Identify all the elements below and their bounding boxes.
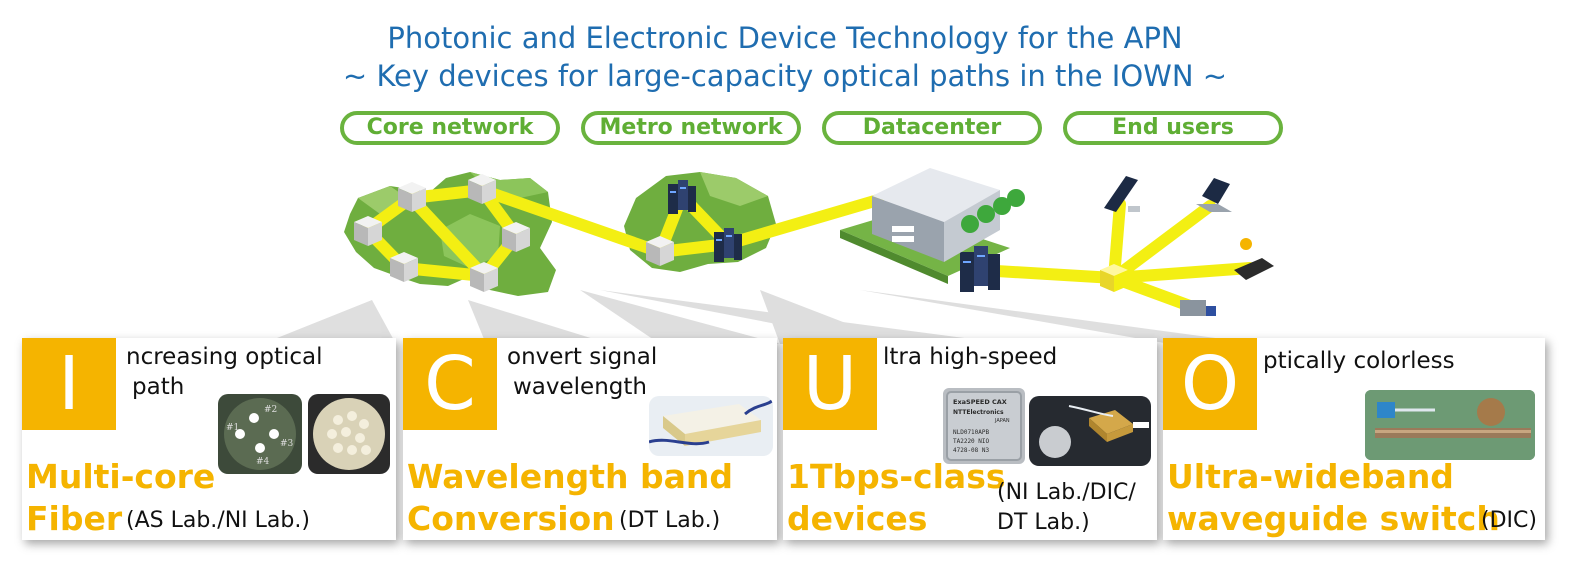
waveguide-switch-photo <box>1365 390 1535 460</box>
chip-marking: 4728-08 N3 <box>953 447 990 454</box>
converter-module-photo <box>649 396 773 456</box>
card-lab: (DIC) <box>1481 508 1537 533</box>
chip-marking: NLD0710APB <box>953 429 990 436</box>
fiber-cross-section-photo: #2 #1 #3 #4 <box>218 394 302 474</box>
card-title-line2: Fiber <box>26 499 123 538</box>
card-multi-core-fiber: I ncreasing optical path #2 #1 #3 #4 Mul… <box>22 338 396 540</box>
card-title-line2: waveguide switch <box>1167 499 1500 538</box>
card-lab: (AS Lab./NI Lab.) <box>126 508 310 533</box>
card-description-line1: ltra high-speed <box>883 344 1058 370</box>
card-description-line1: ncreasing optical <box>126 344 323 370</box>
end-user-devices <box>1100 176 1274 316</box>
core-label: #4 <box>256 457 270 467</box>
card-description-line2: wavelength <box>513 374 647 400</box>
server-rack-icons <box>668 180 1000 292</box>
letter-badge-o: O <box>1163 338 1257 430</box>
card-lab-line2: DT Lab.) <box>997 510 1090 535</box>
segment-core-network: Core network <box>340 111 560 145</box>
card-lab-line1: (NI Lab./DIC/ <box>997 480 1136 505</box>
core-label: #2 <box>264 405 277 415</box>
chip-marking: JAPAN <box>994 418 1010 424</box>
card-lab: (DT Lab.) <box>619 508 721 533</box>
card-ultra-wideband-waveguide-switch: O ptically colorless Ultra-wideband wave… <box>1163 338 1545 540</box>
segment-end-users: End users <box>1063 111 1283 145</box>
card-wavelength-band-conversion: C onvert signal wavelength Wavelength ba… <box>403 338 777 540</box>
card-title-line1: Ultra-wideband <box>1167 457 1454 496</box>
card-title-line1: Wavelength band <box>407 457 733 496</box>
modulator-device-photo <box>1029 396 1151 466</box>
network-nodes <box>354 174 674 292</box>
segment-datacenter: Datacenter <box>822 111 1042 145</box>
core-label: #1 <box>226 423 239 433</box>
callout-wedges <box>262 290 1260 344</box>
datacenter-building <box>872 168 1025 262</box>
card-title-line2: devices <box>787 499 928 538</box>
card-description-line2: path <box>132 374 185 400</box>
card-title-line1: Multi-core <box>26 457 216 496</box>
core-label: #3 <box>280 439 294 449</box>
card-1tbps-class-devices: U ltra high-speed ExaSPEED CAX NTTElectr… <box>783 338 1157 540</box>
chip-marking: TA2220 NIO <box>953 438 990 445</box>
page-subtitle: ~ Key devices for large-capacity optical… <box>342 59 1228 93</box>
card-title-line1: 1Tbps-class <box>787 457 1006 496</box>
card-description-line1: ptically colorless <box>1263 348 1455 374</box>
letter-badge-i: I <box>22 338 116 430</box>
dsp-chip-photo: ExaSPEED CAX NTTElectronics JAPAN NLD071… <box>943 388 1025 464</box>
segment-metro-network: Metro network <box>581 111 801 145</box>
card-title-line2: Conversion <box>407 499 615 538</box>
multi-core-fiber-photo <box>308 394 390 474</box>
letter-badge-u: U <box>783 338 877 430</box>
card-description-line1: onvert signal <box>507 344 658 370</box>
chip-marking: NTTElectronics <box>953 409 1004 416</box>
page-title: Photonic and Electronic Device Technolog… <box>387 21 1183 55</box>
letter-badge-c: C <box>403 338 497 430</box>
chip-marking: ExaSPEED CAX <box>953 398 1007 406</box>
